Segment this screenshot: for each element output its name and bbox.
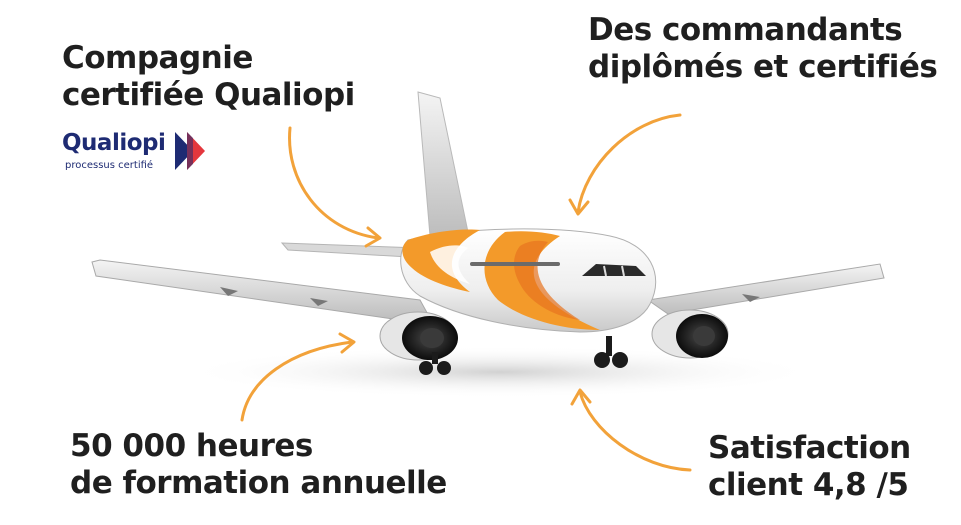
- qualiopi-wordmark: Qualiopi: [62, 130, 166, 156]
- callout-satisfaction-line-1: Satisfaction: [708, 430, 911, 466]
- cockpit-window: [582, 264, 646, 276]
- callout-hours-line-2: de formation annuelle: [70, 464, 447, 501]
- qualiopi-tagline: processus certifié: [65, 160, 154, 171]
- qualiopi-arrows-icon: [175, 132, 205, 170]
- landing-gear: [419, 336, 628, 375]
- callout-qualiopi-line-1: Compagnie: [62, 40, 253, 76]
- right-engine: [651, 309, 729, 359]
- callout-hours-line-1: 50 000 heures: [70, 428, 313, 464]
- tail-fin: [417, 91, 469, 237]
- callout-qualiopi-line-2: certifiée Qualiopi: [62, 76, 355, 113]
- cabin-windows: [470, 262, 560, 266]
- callout-pilots: Des commandants diplômés et certifiés: [588, 12, 938, 85]
- left-wing: [91, 259, 431, 321]
- callout-satisfaction: Satisfaction client 4,8 /5: [708, 430, 911, 503]
- callout-pilots-line-1: Des commandants: [588, 12, 903, 48]
- right-wing: [646, 263, 885, 315]
- callout-hours: 50 000 heures de formation annuelle: [70, 428, 447, 501]
- qualiopi-logo: Qualiopi processus certifié: [62, 130, 222, 176]
- callout-satisfaction-line-2: client 4,8 /5: [708, 466, 909, 503]
- callout-pilots-line-2: diplômés et certifiés: [588, 48, 938, 85]
- left-engine: [379, 311, 458, 361]
- ground-shadow: [180, 346, 820, 398]
- callout-qualiopi: Compagnie certifiée Qualiopi: [62, 40, 355, 113]
- curved-arrow-icon: [240, 113, 692, 472]
